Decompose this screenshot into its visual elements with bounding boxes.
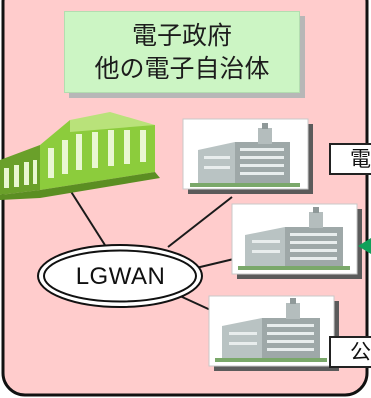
lgwan-hub xyxy=(37,244,203,308)
title-line-1: 電子政府 xyxy=(131,21,232,50)
title-box: 電子政府 他の電子自治体 xyxy=(64,11,300,93)
office-building-icon xyxy=(182,118,313,194)
side-label-bottom: 公 xyxy=(329,336,371,368)
government-building-icon xyxy=(0,112,160,200)
side-label-top: 電 xyxy=(329,143,371,175)
link-hub-office-2 xyxy=(195,257,239,269)
hub-label: LGWAN xyxy=(75,262,166,290)
title-line-2: 他の電子自治体 xyxy=(94,54,270,83)
office-building-icon xyxy=(208,295,339,371)
link-hub-government xyxy=(69,189,111,254)
link-hub-office-1 xyxy=(167,196,233,248)
office-building-icon xyxy=(231,203,362,279)
left-arrow-icon xyxy=(358,238,371,254)
